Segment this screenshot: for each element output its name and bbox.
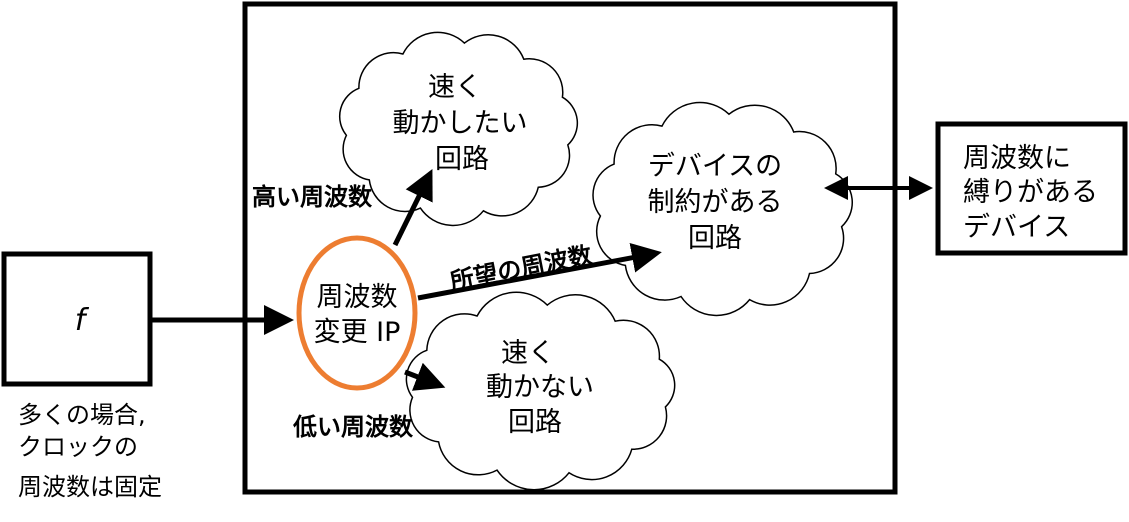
arrow-desired-frequency <box>417 242 662 301</box>
cloud-device-line3: 回路 <box>688 223 742 254</box>
device-line2: 縛りがある <box>963 177 1098 208</box>
device-line3: デバイス <box>963 212 1070 243</box>
system-boundary-box <box>242 1 898 495</box>
input-note-line1: 多くの場合, <box>18 401 146 429</box>
cloud-fast-circuit <box>338 31 579 227</box>
cloud-fast-line1: 速く <box>428 72 482 103</box>
cloud-device-line2: 制約がある <box>648 187 783 218</box>
ip-line2: 変更 IP <box>314 317 401 348</box>
ip-line1: 周波数 <box>317 282 398 313</box>
device-line1: 周波数に <box>963 143 1071 174</box>
cloud-slow-line2: 動かない <box>486 372 594 403</box>
frequency-change-ip <box>296 235 418 391</box>
label-high-frequency: 高い周波数 <box>252 183 373 211</box>
input-note-line2: クロックの <box>18 433 138 461</box>
cloud-slow-line1: 速く <box>501 338 555 369</box>
label-low-frequency: 低い周波数 <box>292 413 414 441</box>
arrow-high-frequency <box>392 169 433 247</box>
device-box <box>935 121 1128 256</box>
arrow-low-frequency <box>404 362 446 391</box>
cloud-fast-line2: 動かしたい <box>393 108 528 139</box>
cloud-device-line1: デバイスの <box>648 151 782 182</box>
label-desired-frequency: 所望の周波数 <box>448 241 596 296</box>
input-note-line3: 周波数は固定 <box>18 473 162 501</box>
cloud-fast-line3: 回路 <box>435 144 489 175</box>
cloud-slow-line3: 回路 <box>508 407 562 438</box>
